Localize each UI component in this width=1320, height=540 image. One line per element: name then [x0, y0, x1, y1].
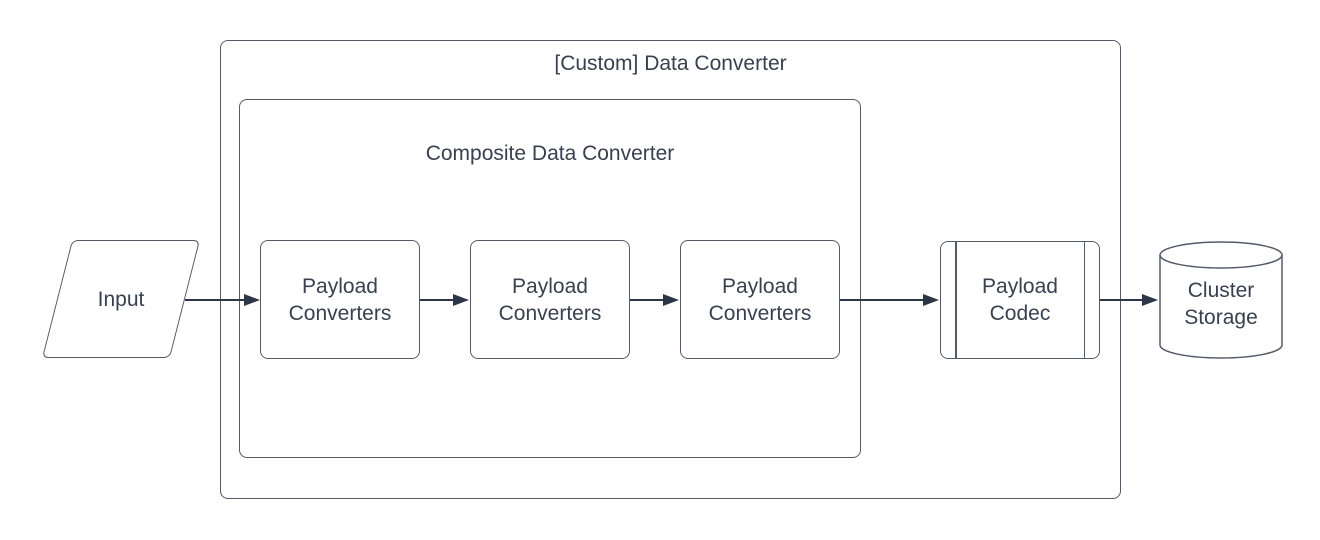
container-custom-data-converter-label: [Custom] Data Converter: [554, 52, 787, 75]
node-payload-converters-2-label: Payload Converters: [471, 241, 629, 358]
node-cluster-storage-label-text: Cluster Storage: [1184, 279, 1258, 329]
node-payload-converters-1-label-text: Payload Converters: [288, 274, 392, 325]
node-cluster-storage: Cluster Storage: [1159, 254, 1283, 354]
codec-right-bar: [1083, 242, 1085, 358]
node-payload-converters-3-label: Payload Converters: [681, 241, 839, 358]
arrowhead-codec-to-storage: [1142, 294, 1158, 306]
container-composite-data-converter: Composite Data Converter: [239, 99, 861, 458]
node-payload-converters-1-label: Payload Converters: [261, 241, 419, 358]
node-input: Input: [41, 240, 201, 358]
node-payload-converters-3-label-text: Payload Converters: [708, 274, 812, 325]
container-composite-data-converter-label: Composite Data Converter: [425, 142, 675, 165]
node-payload-codec-label-text: Payload Codec: [982, 275, 1058, 325]
codec-left-bar: [955, 242, 957, 358]
container-custom-data-converter: [Custom] Data Converter: [220, 40, 1121, 499]
node-input-label-text: Input: [97, 287, 145, 311]
node-cluster-storage-label: Cluster Storage: [1159, 254, 1283, 354]
node-payload-converters-2-label-text: Payload Converters: [498, 274, 602, 325]
node-payload-converters-2: Payload Converters: [470, 240, 630, 359]
node-payload-converters-1: Payload Converters: [260, 240, 420, 359]
node-payload-codec: Payload Codec: [940, 241, 1100, 359]
node-payload-codec-label: Payload Codec: [941, 242, 1099, 358]
node-payload-converters-3: Payload Converters: [680, 240, 840, 359]
node-input-label: Input: [57, 240, 185, 358]
